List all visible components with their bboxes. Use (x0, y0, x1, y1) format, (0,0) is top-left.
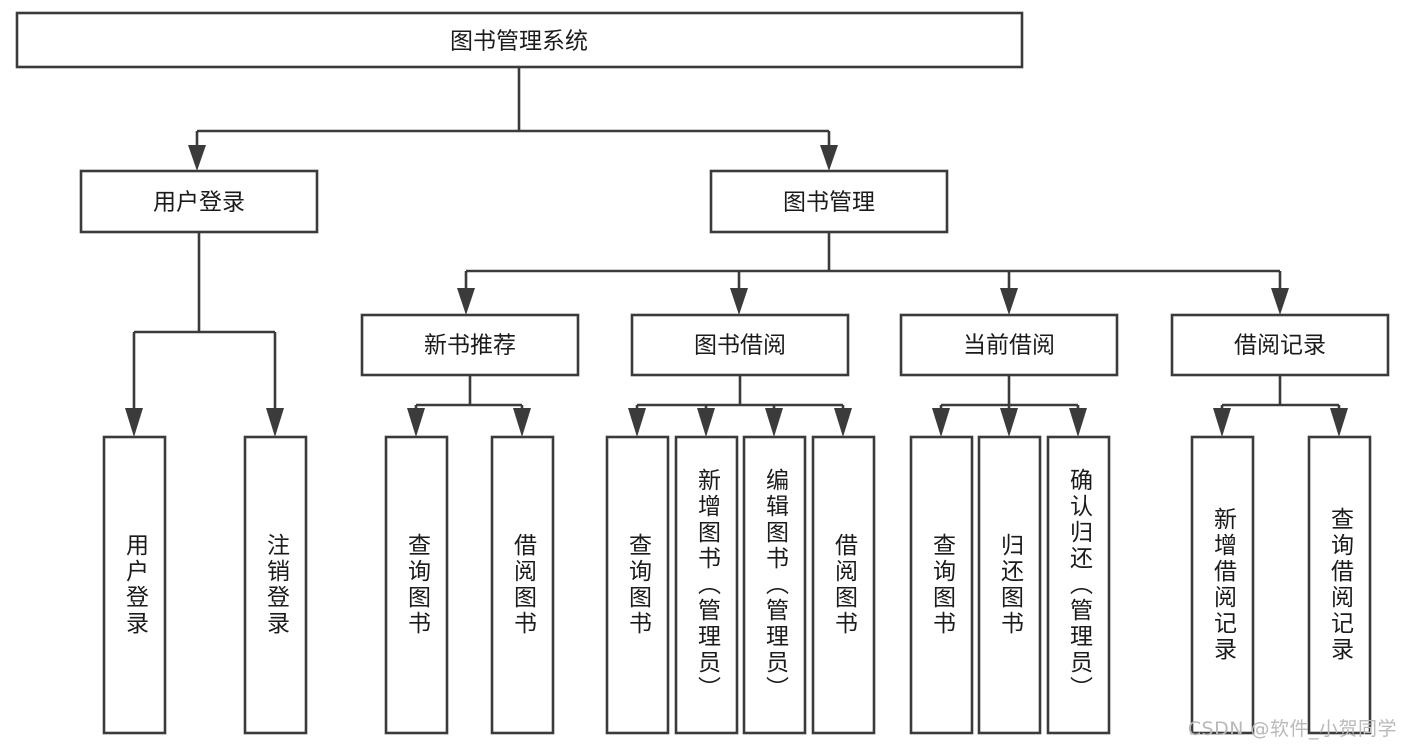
node-borrow-record-label: 借阅记录 (1234, 333, 1326, 359)
arrow-head-level2-0 (188, 145, 206, 171)
arrow-head-level3-0 (457, 288, 475, 315)
node-current-borrow-box[interactable] (899, 313, 1119, 377)
node-root-box[interactable] (15, 11, 1024, 69)
arrow-head-record-leaf-0 (1213, 408, 1231, 437)
node-borrow-record-box[interactable] (1170, 313, 1390, 377)
node-current-borrow-label: 当前借阅 (963, 333, 1055, 359)
arrow-head-level3-2 (1000, 288, 1018, 315)
leaf-box-borrow-3[interactable] (811, 435, 876, 735)
arrow-head-borrow-leaf-2 (765, 408, 783, 437)
leaf-box-current-2[interactable] (1046, 435, 1111, 735)
leaf-box-user-login-0[interactable] (102, 435, 167, 735)
arrow-head-level3-1 (730, 288, 748, 315)
arrow-head-current-leaf-2 (1069, 408, 1087, 437)
arrow-head-borrow-leaf-3 (834, 408, 852, 437)
leaf-box-current-1[interactable] (977, 435, 1042, 735)
arrow-head-borrow-leaf-1 (697, 408, 715, 437)
arrow-head-user-login-leaf-1 (266, 408, 284, 437)
node-root-label: 图书管理系统 (450, 29, 588, 55)
arrow-head-current-leaf-1 (1000, 408, 1018, 437)
leaf-box-borrow-0[interactable] (605, 435, 670, 735)
node-book-borrow-label: 图书借阅 (694, 333, 786, 359)
arrow-head-recommend-leaf-0 (407, 408, 425, 437)
leaf-box-borrow-2[interactable] (742, 435, 807, 735)
leaf-box-borrow-1[interactable] (674, 435, 739, 735)
leaf-box-record-0[interactable] (1190, 435, 1255, 735)
leaf-box-recommend-0[interactable] (384, 435, 449, 735)
node-new-book-recommend-box[interactable] (360, 313, 580, 377)
arrow-head-user-login-leaf-0 (125, 408, 143, 437)
leaf-box-recommend-1[interactable] (490, 435, 555, 735)
node-book-manage-label: 图书管理 (783, 190, 875, 216)
arrow-head-borrow-leaf-0 (628, 408, 646, 437)
leaf-box-user-login-1[interactable] (243, 435, 308, 735)
node-user-login-label: 用户登录 (153, 190, 245, 216)
arrow-head-recommend-leaf-1 (513, 408, 531, 437)
node-book-borrow-box[interactable] (630, 313, 850, 377)
leaf-box-current-0[interactable] (909, 435, 974, 735)
arrow-head-record-leaf-1 (1330, 408, 1348, 437)
node-book-manage-box[interactable] (709, 169, 949, 234)
arrow-head-current-leaf-0 (932, 408, 950, 437)
watermark-text: CSDN @软件_小贺同学 (1187, 718, 1397, 740)
arrow-head-level2-1 (820, 145, 838, 171)
leaf-box-record-1[interactable] (1307, 435, 1372, 735)
node-new-book-recommend-label: 新书推荐 (424, 333, 516, 359)
arrow-head-level3-3 (1271, 288, 1289, 315)
